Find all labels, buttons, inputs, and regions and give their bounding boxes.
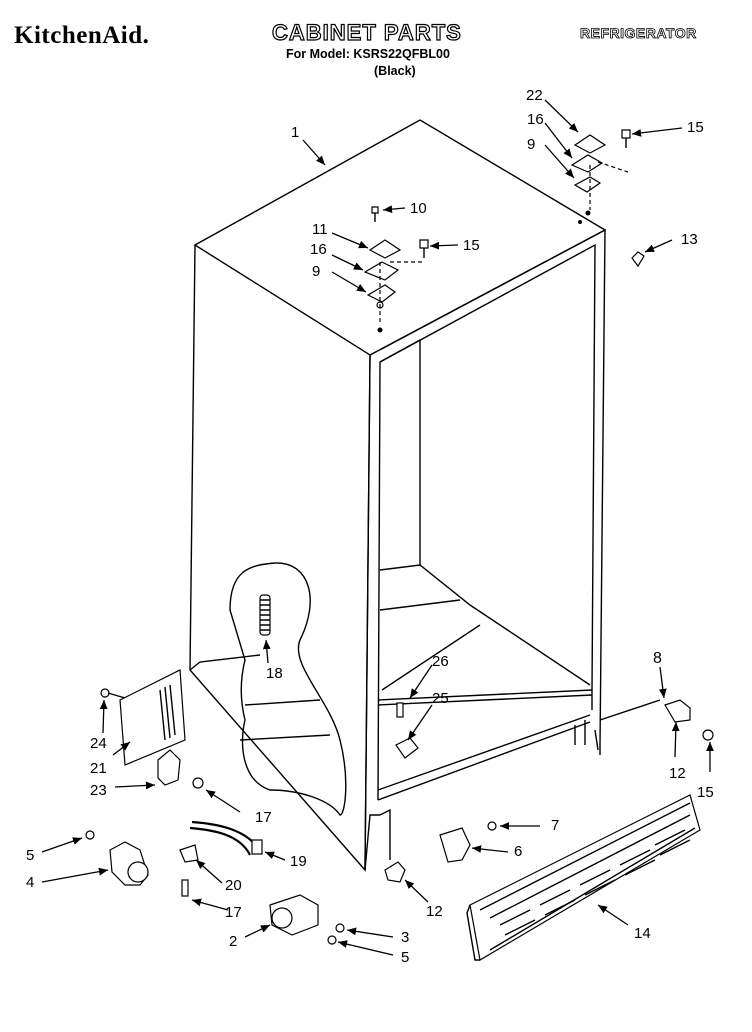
callout-15c: 15	[697, 784, 714, 801]
callout-9a: 9	[312, 263, 320, 280]
callout-22: 22	[526, 87, 543, 104]
callout-15b: 15	[463, 237, 480, 254]
part-13	[631, 251, 645, 268]
page-title: CABINET PARTS	[271, 19, 462, 45]
callout-labels: 1 2 3 4 5 5 6 7 8 9 9 10 11 12 12 13 14 …	[26, 87, 714, 966]
model-number: For Model: KSRS22QFBL00	[286, 47, 450, 61]
callout-8: 8	[653, 650, 662, 667]
callout-25: 25	[432, 690, 449, 707]
part-6-bracket	[439, 821, 497, 863]
part-17-screw-a	[192, 777, 204, 789]
callout-7: 7	[551, 817, 559, 834]
part-4-caster	[85, 830, 149, 886]
appliance-type: REFRIGERATOR	[580, 25, 697, 42]
callout-5b: 5	[401, 949, 409, 966]
part-12-clip	[384, 861, 406, 883]
part-14-grille	[466, 794, 701, 961]
callout-1: 1	[291, 124, 299, 141]
callout-16b: 16	[527, 111, 544, 128]
callout-12b: 12	[426, 903, 443, 920]
callout-14: 14	[634, 925, 651, 942]
brand-logo: KitchenAid.	[14, 22, 150, 49]
model-color: (Black)	[374, 64, 416, 78]
cabinet-body	[189, 119, 607, 872]
callout-5a: 5	[26, 847, 34, 864]
callout-15a: 15	[687, 119, 704, 136]
callout-21: 21	[90, 760, 107, 777]
callout-2: 2	[229, 933, 237, 950]
callout-4: 4	[26, 874, 34, 891]
part-18-coil	[259, 594, 271, 636]
callout-11: 11	[312, 221, 328, 238]
part-19-tube	[179, 820, 263, 897]
part-8-bracket	[599, 699, 714, 741]
callout-24: 24	[90, 735, 107, 752]
callout-13: 13	[681, 231, 698, 248]
callout-26: 26	[432, 653, 449, 670]
part-25	[395, 702, 419, 759]
callout-6: 6	[514, 843, 522, 860]
callout-17b: 17	[225, 904, 242, 921]
callout-9b: 9	[527, 136, 535, 153]
callout-leaders	[41, 99, 714, 956]
callout-17a: 17	[255, 809, 272, 826]
callout-16a: 16	[310, 241, 327, 258]
callout-19: 19	[290, 853, 307, 870]
callout-20: 20	[225, 877, 242, 894]
part-23	[157, 749, 181, 786]
part-2-roller	[269, 894, 345, 945]
top-hinge-right	[570, 129, 631, 224]
callout-12a: 12	[669, 765, 686, 782]
callout-23: 23	[90, 782, 107, 799]
callout-10: 10	[410, 200, 427, 217]
part-21-bracket	[100, 669, 186, 766]
callout-18: 18	[266, 665, 283, 682]
top-hinge-left	[363, 206, 429, 333]
callout-3: 3	[401, 929, 409, 946]
